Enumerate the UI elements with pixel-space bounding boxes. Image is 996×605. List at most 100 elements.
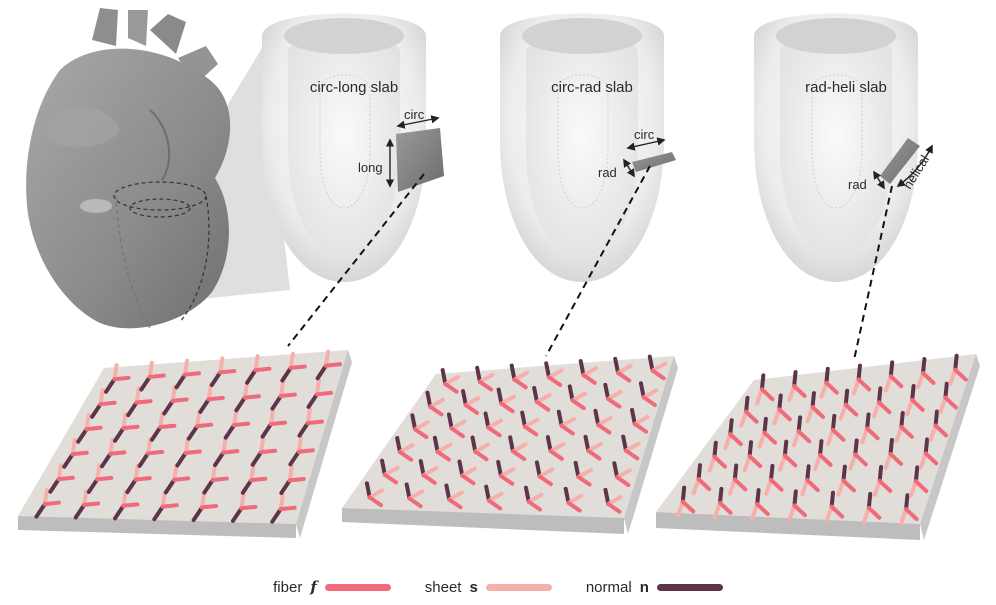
fiber-glyph <box>523 424 539 437</box>
normal-glyph <box>544 361 551 380</box>
sheet-glyph <box>650 361 668 373</box>
sheet-glyph <box>727 477 737 496</box>
sheet-glyph <box>894 425 904 444</box>
connector-line <box>545 165 651 357</box>
ventricle-shell-icon <box>754 13 918 282</box>
normal-glyph <box>395 436 402 455</box>
normal-glyph <box>921 357 927 376</box>
sheet-glyph <box>287 464 294 483</box>
normal-glyph <box>943 381 949 400</box>
normal-glyph <box>162 398 175 416</box>
fiber-glyph <box>288 364 307 370</box>
sheet-glyph <box>586 441 603 453</box>
fiber-glyph <box>200 504 219 510</box>
sheet-glyph <box>158 411 165 430</box>
normal-glyph <box>810 391 816 410</box>
normal-glyph <box>747 440 754 459</box>
normal-glyph <box>306 392 319 409</box>
fiber-glyph <box>759 387 775 402</box>
fiber-glyph <box>606 396 622 409</box>
sheet-glyph <box>547 368 564 380</box>
fiber-glyph <box>744 409 759 424</box>
normal-glyph <box>563 486 571 505</box>
normal-glyph <box>876 386 883 405</box>
sheet-glyph <box>172 463 179 482</box>
sheet-glyph <box>324 349 331 368</box>
fiber-glyph <box>570 398 586 411</box>
normal-glyph <box>483 411 491 430</box>
sheet-glyph <box>473 442 490 454</box>
sheet-glyph <box>713 500 722 519</box>
normal-glyph <box>425 390 433 409</box>
fiber-glyph <box>84 425 103 432</box>
normal-glyph <box>461 389 468 408</box>
normal-glyph <box>240 478 254 495</box>
normal-glyph <box>744 395 750 414</box>
normal-glyph <box>573 460 581 479</box>
axis-label: circ <box>634 127 655 142</box>
sheet-glyph <box>112 363 119 382</box>
fiber-glyph <box>460 473 476 486</box>
fiber-glyph <box>818 453 833 467</box>
fiber-glyph <box>535 400 551 412</box>
sheet-glyph <box>632 414 650 426</box>
sheet-glyph <box>314 378 322 397</box>
sheet-glyph <box>183 436 190 455</box>
panel-title: circ-long slab <box>310 79 398 96</box>
normal-glyph <box>496 387 504 406</box>
fiber-glyph <box>305 419 324 426</box>
panel-title: circ-rad slab <box>551 79 633 96</box>
fiber-glyph <box>712 454 727 469</box>
sheet-glyph <box>121 489 128 508</box>
fiber-glyph <box>824 380 839 395</box>
normal-glyph <box>270 507 283 524</box>
sheet-glyph <box>777 453 787 472</box>
fiber-glyph <box>856 377 872 392</box>
normal-glyph <box>933 409 939 428</box>
fiber-glyph <box>195 422 214 429</box>
sheet-glyph <box>537 467 555 479</box>
normal-glyph <box>732 463 739 482</box>
fiber-glyph <box>566 500 582 513</box>
normal-glyph <box>523 485 531 504</box>
sheet-glyph <box>269 408 276 427</box>
sheet-glyph <box>84 413 91 432</box>
arrow-helical-3 <box>896 144 933 187</box>
small-slab-circ-rad <box>632 152 676 172</box>
normal-glyph <box>113 503 126 521</box>
fiber-glyph <box>732 477 748 492</box>
normal-glyph <box>824 366 830 385</box>
panel-title: rad-heli slab <box>805 79 887 96</box>
fiber-glyph <box>747 454 763 468</box>
normal-glyph <box>380 458 387 477</box>
normal-glyph <box>364 481 372 500</box>
sheet-glyph <box>239 492 246 511</box>
fiber-glyph <box>210 476 229 482</box>
fiber-glyph <box>792 503 807 518</box>
sheet-glyph <box>443 375 461 387</box>
normal-glyph <box>612 461 620 480</box>
sheet-glyph <box>160 490 167 509</box>
normal-glyph <box>62 452 75 469</box>
sheet-glyph <box>477 372 495 384</box>
normal-glyph <box>805 464 811 483</box>
sheet-glyph <box>872 478 882 497</box>
fiber-glyph <box>581 373 597 385</box>
sheet-glyph <box>511 442 528 454</box>
sheet-glyph <box>772 407 782 426</box>
normal-glyph <box>48 477 61 494</box>
sheet-glyph <box>232 409 239 428</box>
fiber-glyph <box>888 451 904 466</box>
arrow-circ-2 <box>626 137 666 151</box>
sheet-glyph <box>170 384 177 403</box>
normal-glyph <box>728 418 734 437</box>
fiber-glyph <box>696 477 712 491</box>
normal-glyph <box>841 464 847 483</box>
sheet-glyph <box>296 435 303 454</box>
sheet-glyph <box>259 436 266 455</box>
fiber-glyph <box>624 448 640 461</box>
sheet-glyph <box>883 451 893 470</box>
fiber-glyph <box>910 398 925 412</box>
fiber-glyph <box>888 374 904 389</box>
sheet-glyph <box>566 493 584 505</box>
